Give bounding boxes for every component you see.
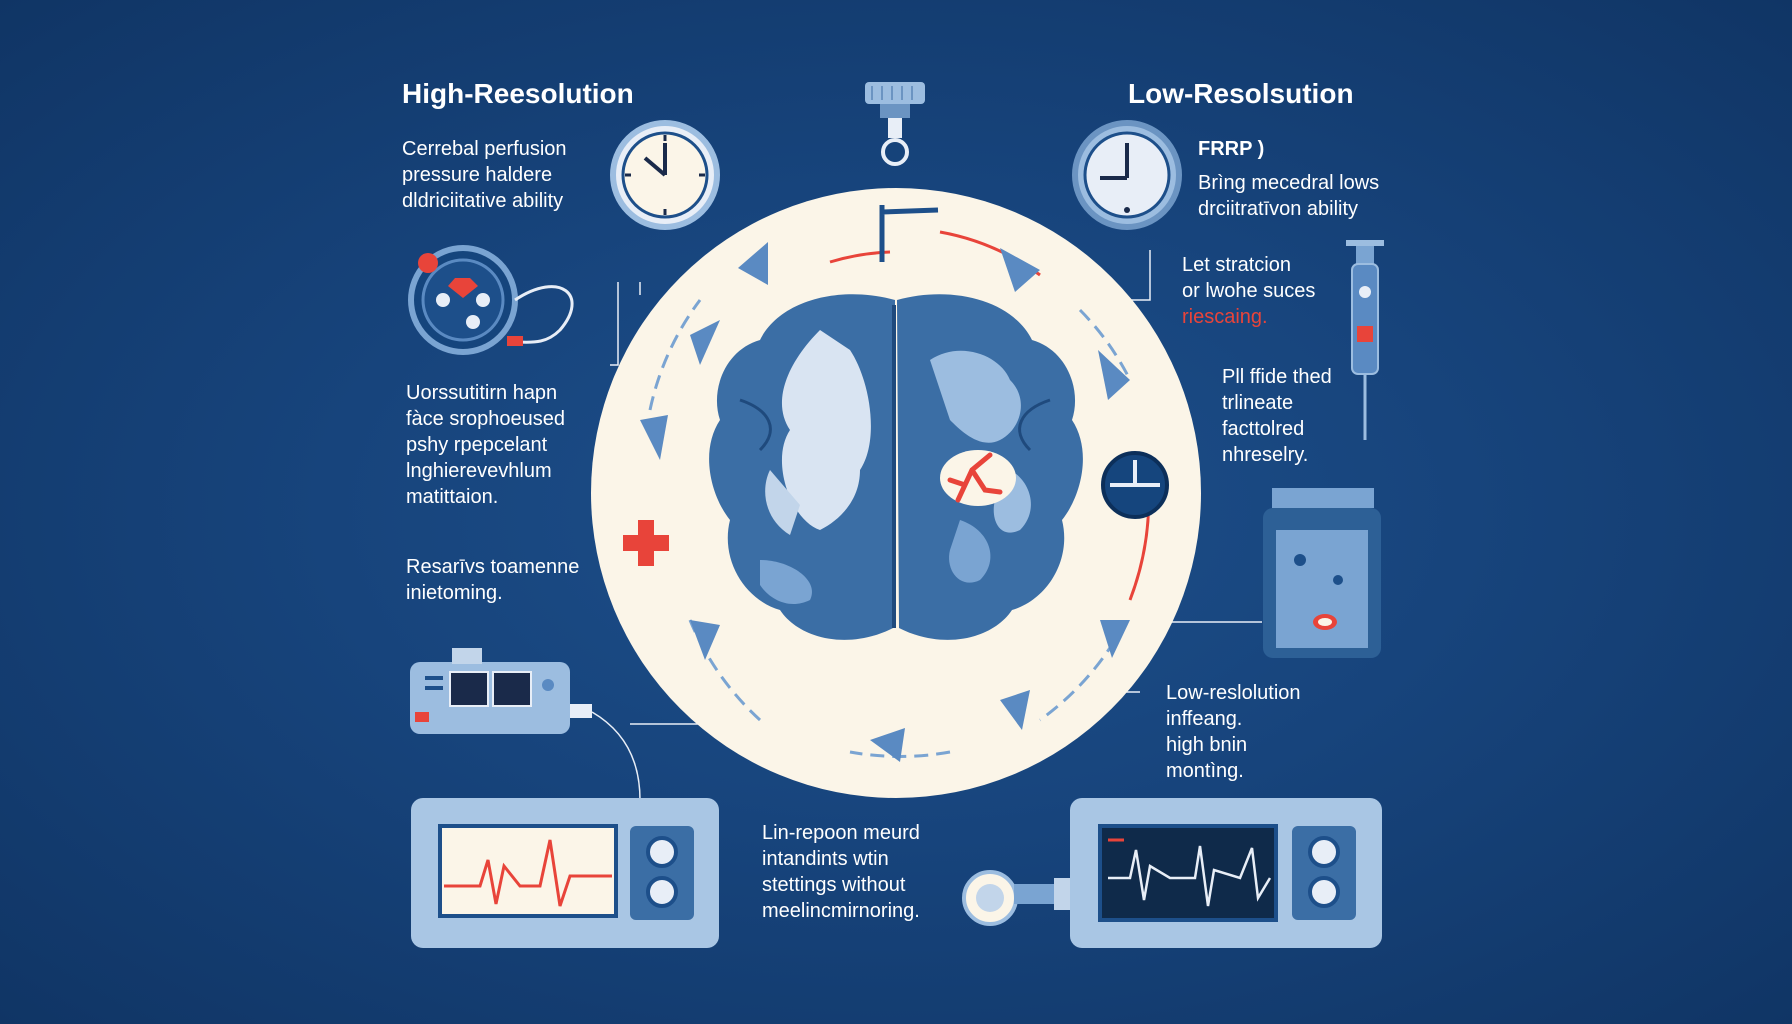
- right-heading: Low-Resolsution: [1128, 78, 1354, 109]
- syringe-icon: [1346, 240, 1384, 440]
- pressure-gauge-icon: [1101, 451, 1169, 519]
- ecg-monitor-icon: [411, 798, 719, 948]
- bottom-caption: Lin-repoon meurd intandints wtin stettin…: [762, 822, 920, 922]
- left-block-2: Uorssutitirn hapn fàce srophoeused pshy …: [406, 382, 566, 508]
- stethoscope-icon: [962, 870, 1070, 926]
- left-block-1: Cerrebal perfusion pressure haldere dldr…: [402, 138, 567, 212]
- right-block-1-title: FRRP ): [1198, 138, 1265, 160]
- pendant-valve-icon: [865, 82, 925, 166]
- clock-icon: [610, 120, 720, 230]
- right-block-4: Low-reslolution inffeang. high bnin mont…: [1166, 682, 1301, 782]
- left-block-3: Resarīvs toamenne inietoming.: [406, 556, 580, 604]
- right-block-1: Brìng mecedral lows drciitratīvon abilit…: [1198, 172, 1380, 220]
- brain-illustration: [709, 294, 1083, 640]
- left-heading: High-Reesolution: [402, 78, 634, 109]
- ecg-monitor-icon: [1070, 798, 1382, 948]
- cerebral-monitor-device-icon: [408, 245, 574, 355]
- specimen-jar-icon: [1263, 488, 1381, 658]
- medical-cross-icon: [623, 520, 669, 566]
- clock-icon: [1072, 120, 1182, 230]
- right-block-2-highlight: riescaing.: [1182, 306, 1268, 328]
- right-block-2: Let stratcion or lwohe suces: [1182, 254, 1316, 302]
- circular-arrows: [640, 205, 1151, 762]
- right-block-3: Pll ffide thed trlineate facttolred nhre…: [1222, 366, 1332, 466]
- portable-monitor-device-icon: [410, 648, 592, 734]
